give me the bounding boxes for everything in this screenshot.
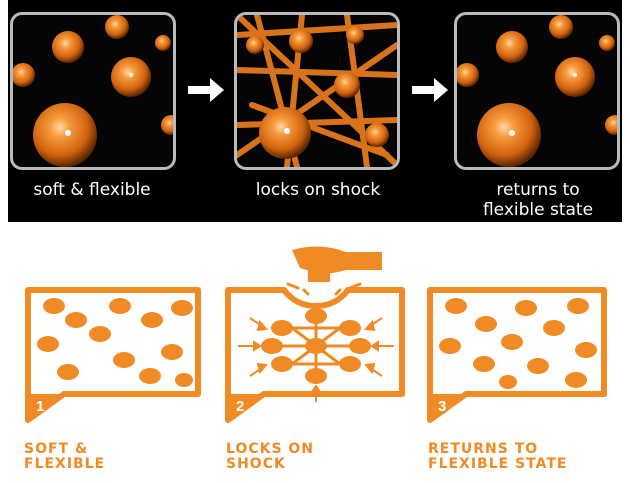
icon-panel-returns: 3 xyxy=(426,284,610,424)
step-label-soft-flexible: SOFT & FLEXIBLE xyxy=(24,441,106,472)
icon-panel-locks: 2 xyxy=(224,284,408,424)
step-number: 1 xyxy=(36,398,45,415)
caption-soft-flexible: soft & flexible xyxy=(33,180,151,200)
photo-panel-soft xyxy=(10,12,176,170)
step-number: 2 xyxy=(236,398,245,415)
locked-lattice-icon xyxy=(225,287,405,423)
loose-particles-icon xyxy=(427,287,607,423)
step-label-locks-on-shock: LOCKS ON SHOCK xyxy=(226,441,315,472)
icon-panel-soft: 1 xyxy=(24,284,204,424)
step-label-returns-flexible: RETURNS TO FLEXIBLE STATE xyxy=(428,441,568,472)
locked-lattice-illustration xyxy=(237,15,397,167)
caption-locks-on-shock: locks on shock xyxy=(255,180,381,200)
loose-particles-illustration xyxy=(457,15,617,167)
arrow-right-icon xyxy=(412,78,448,102)
loose-particles-icon xyxy=(25,287,201,423)
loose-particles-illustration xyxy=(13,15,173,167)
photo-panel-returns xyxy=(454,12,620,170)
photo-panel-locks xyxy=(234,12,400,170)
caption-returns-flexible: returns to flexible state xyxy=(482,180,594,220)
step-number: 3 xyxy=(438,398,447,415)
photo-strip: soft & flexible locks on shock returns t… xyxy=(8,0,622,222)
arrow-right-icon xyxy=(188,78,224,102)
